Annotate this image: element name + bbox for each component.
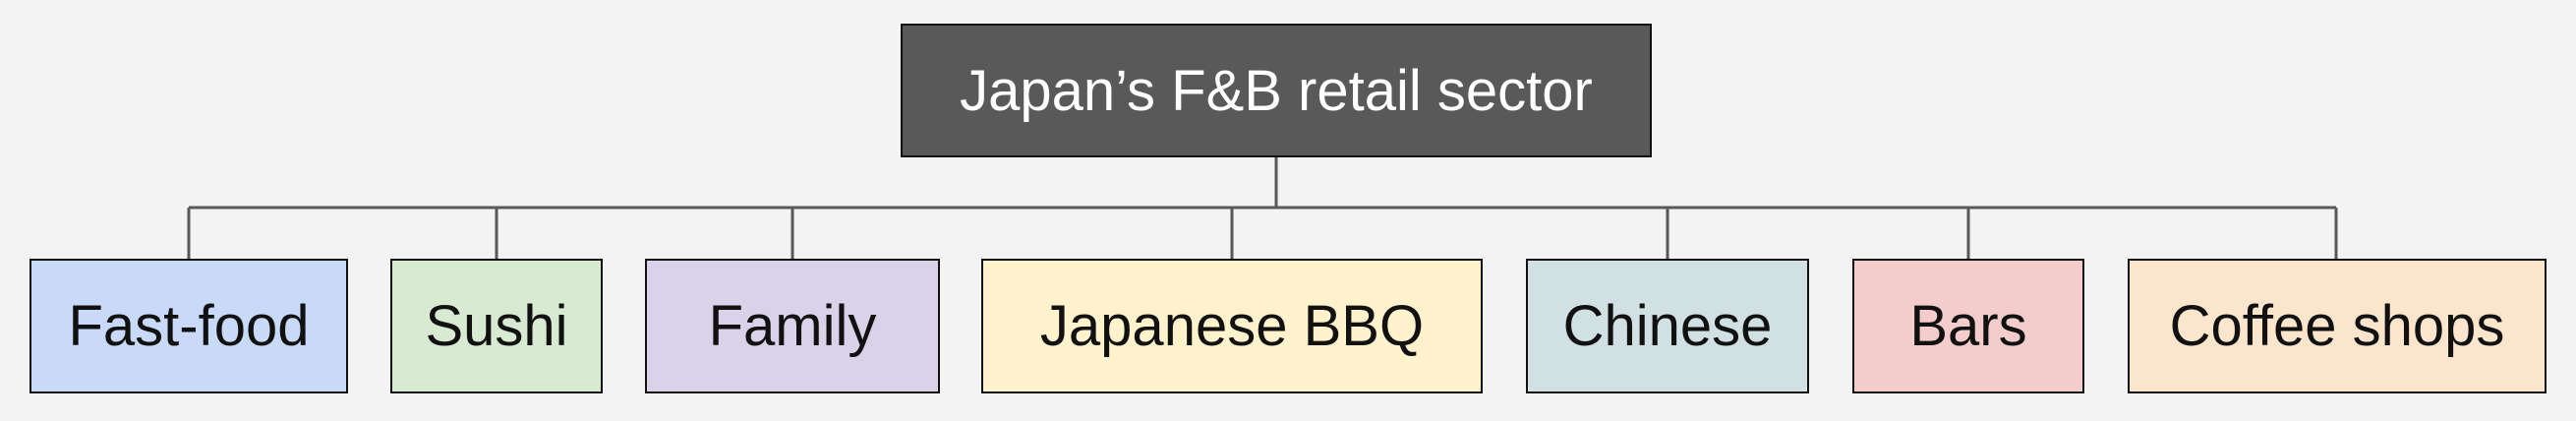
node-family-label: Family — [708, 294, 877, 358]
node-fast-food: Fast-food — [29, 259, 348, 393]
node-sushi-label: Sushi — [425, 294, 568, 358]
node-sushi: Sushi — [390, 259, 603, 393]
node-chinese-label: Chinese — [1562, 294, 1773, 358]
node-chinese: Chinese — [1526, 259, 1809, 393]
root-node-label: Japan’s F&B retail sector — [960, 58, 1593, 123]
node-bars: Bars — [1852, 259, 2084, 393]
root-node: Japan’s F&B retail sector — [901, 24, 1652, 157]
node-coffee-shops-label: Coffee shops — [2169, 294, 2505, 358]
node-coffee-shops: Coffee shops — [2128, 259, 2547, 393]
node-fast-food-label: Fast-food — [68, 294, 310, 358]
node-japanese-bbq: Japanese BBQ — [981, 259, 1483, 393]
node-japanese-bbq-label: Japanese BBQ — [1039, 294, 1425, 358]
node-bars-label: Bars — [1909, 294, 2027, 358]
node-family: Family — [645, 259, 940, 393]
